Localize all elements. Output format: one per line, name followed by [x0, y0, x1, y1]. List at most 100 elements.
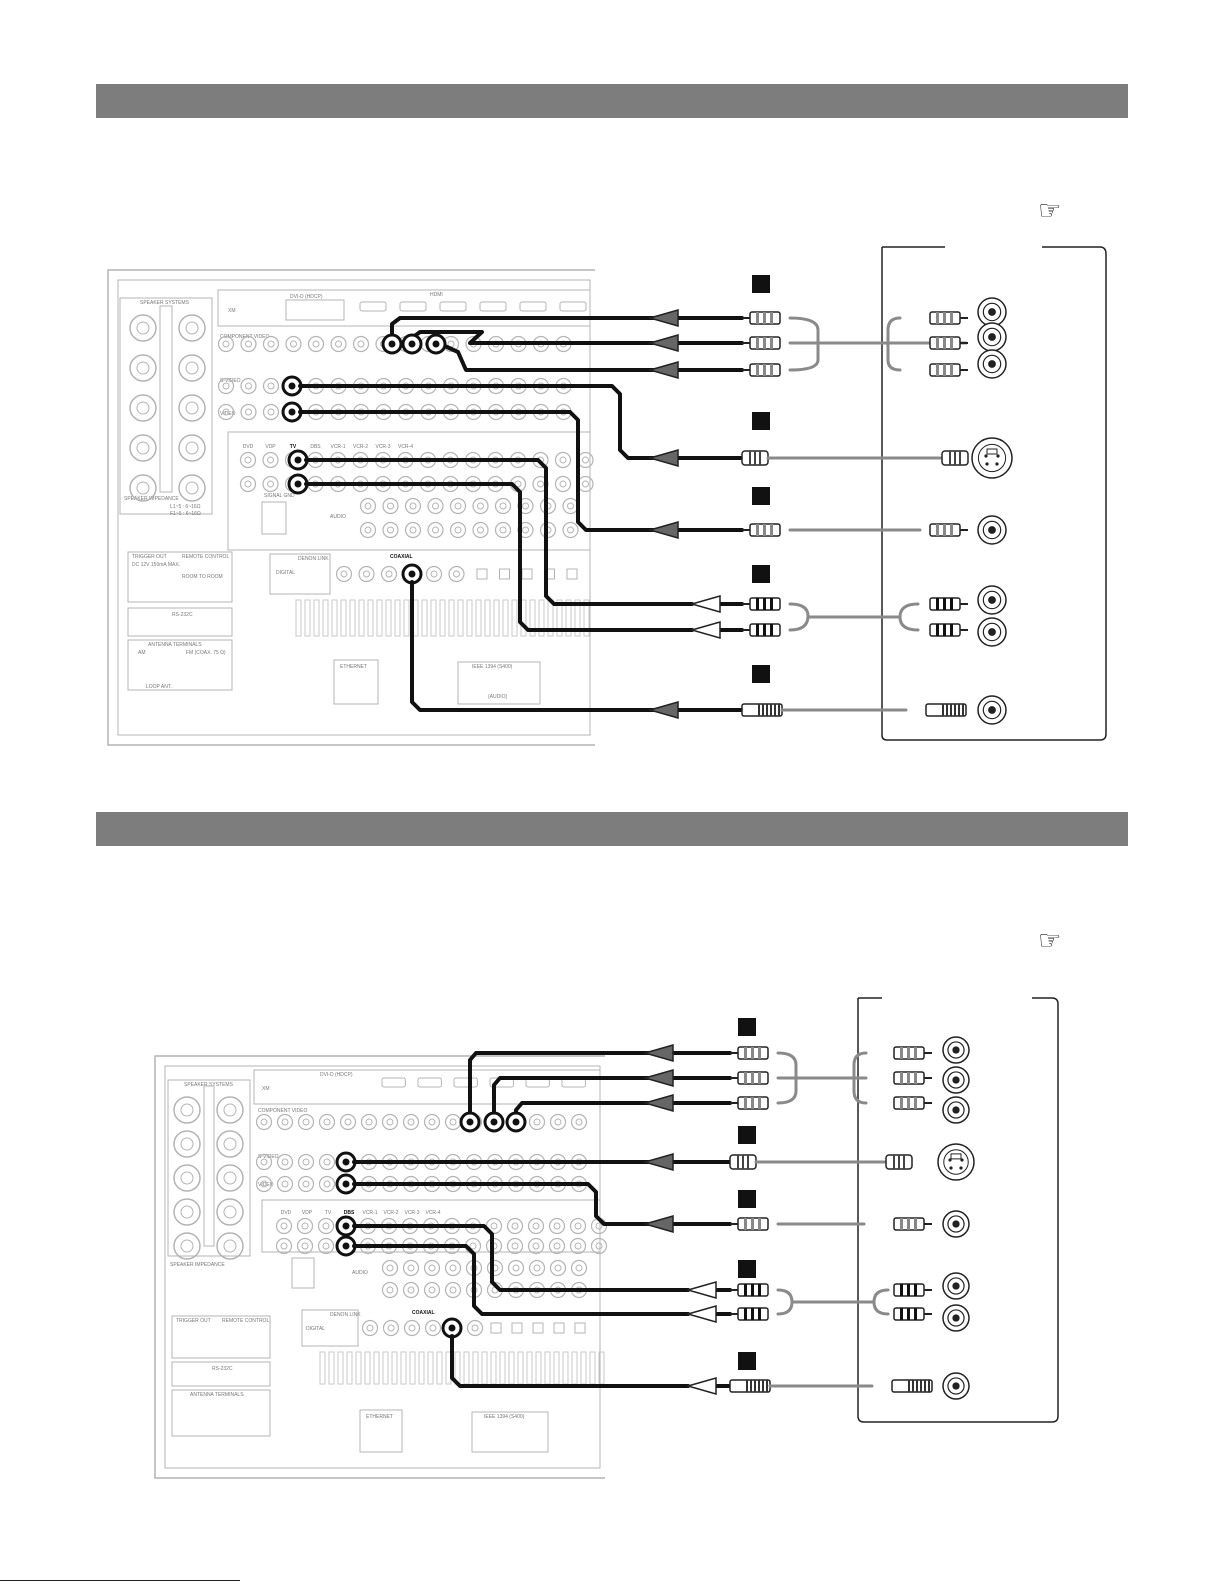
rca-jack [444, 1113, 462, 1131]
speaker-terminal-inner [185, 361, 199, 375]
rca-jack [427, 521, 444, 539]
vent-slot [481, 1351, 488, 1385]
optical-port [574, 1322, 586, 1334]
rca-plug-band [900, 1072, 903, 1084]
speaker-terminal [216, 1164, 244, 1192]
coax-plug-ridge [762, 704, 764, 716]
speaker-terminal [173, 1130, 201, 1158]
signal-gnd-label: SIGNAL GND [264, 493, 295, 499]
rca-jack [382, 521, 399, 539]
connection-marker [752, 665, 770, 683]
vent-slot [475, 599, 482, 637]
source-column-label: DVD [243, 444, 254, 450]
source-column-label: VCR-2 [353, 444, 368, 450]
s-video-jack [318, 1153, 336, 1171]
connected-jack-pin [294, 480, 302, 488]
jack-center [449, 1118, 457, 1126]
rca-jack [527, 1237, 545, 1255]
loop-ant-label: LOOP ANT. [146, 684, 172, 690]
vent-slot [421, 599, 428, 637]
speaker-terminal-inner [180, 1137, 194, 1151]
coax-plug-ridge [950, 704, 952, 716]
device-jack-ring [947, 1377, 965, 1395]
jack-center [386, 1286, 394, 1294]
rca-plug-band [751, 1218, 754, 1230]
connected-jack-pin [288, 382, 296, 390]
jack-center [323, 1118, 331, 1126]
jack-center [595, 1222, 603, 1230]
vent-slot [574, 599, 581, 637]
rca-plug-band [914, 1097, 917, 1109]
jack-center [363, 570, 370, 578]
s-video-plug-grip [898, 1155, 900, 1169]
rca-plug-band [758, 1097, 761, 1109]
vent-slot [556, 599, 563, 637]
rca-plug-band [744, 1308, 747, 1320]
rca-plug-band [943, 312, 946, 324]
rca-plug-band [900, 1047, 903, 1059]
jack-center [407, 1286, 415, 1294]
vent-slot [364, 1351, 371, 1385]
connected-jack-pin [408, 570, 416, 578]
s-video-plug-grip [754, 451, 756, 465]
rca-jack [382, 497, 399, 515]
cable [886, 316, 902, 372]
rca-plug-band [943, 598, 946, 610]
vent-slot [580, 1351, 587, 1385]
connection-marker [738, 1018, 756, 1036]
speaker-terminal [173, 1232, 201, 1260]
source-column-label: VCR-1 [362, 1210, 377, 1216]
vent-slot [355, 1351, 362, 1385]
rca-plug-band [763, 624, 766, 636]
rca-plug-band [763, 312, 766, 324]
hdmi-port [519, 301, 547, 312]
jack-center [575, 1264, 583, 1272]
speaker-terminal-inner [223, 1239, 237, 1253]
rca-jack [528, 1113, 546, 1131]
rca-jack [330, 335, 347, 353]
device-jack-pin [952, 1220, 960, 1228]
rca-jack [317, 1237, 335, 1255]
vent-slot [565, 599, 572, 637]
rca-plug-band [900, 1284, 903, 1296]
jack-center [537, 480, 544, 488]
connected-jack-pin [466, 1118, 474, 1126]
rca-jack [239, 475, 257, 493]
coax-plug-ridge [920, 1380, 922, 1392]
rca-jack [403, 1319, 421, 1337]
rca-plug-band [751, 1047, 754, 1059]
vent-slot [394, 599, 401, 637]
vent-slot [373, 1351, 380, 1385]
s-video-plug-grip [903, 1155, 905, 1169]
jack-center [267, 382, 275, 390]
optical-port [490, 1322, 502, 1334]
jack-center [499, 502, 507, 510]
receiver-rear-panel: SPEAKER SYSTEMS SPEAKER IMPEDANCE XM DVI… [154, 1055, 608, 1479]
device-jack-ring [947, 1101, 965, 1119]
vent-slot [382, 1351, 389, 1385]
ethernet-label: ETHERNET [340, 664, 367, 670]
speaker-systems-label: SPEAKER SYSTEMS [184, 1082, 234, 1088]
speaker-terminal [216, 1198, 244, 1226]
rca-jack [506, 1237, 524, 1255]
rca-plug-band [756, 364, 759, 376]
denon-link-label: DENON LINK [330, 1312, 361, 1318]
signal-arrow-filled [642, 1044, 674, 1062]
s-video-plug-grip [959, 451, 961, 465]
vent-slot [391, 1351, 398, 1385]
speaker-terminal-column-left [129, 314, 157, 502]
device-jack-ring [982, 354, 1002, 374]
jack-center [533, 1264, 541, 1272]
vent-slot [529, 599, 536, 637]
speaker-terminal [216, 1232, 244, 1260]
rca-plug-band [758, 1308, 761, 1320]
xm-label: XM [262, 1086, 270, 1092]
speaker-terminal [178, 434, 206, 462]
jack-center [454, 502, 462, 510]
connection-marker [752, 565, 770, 583]
rca-plug-band [770, 598, 773, 610]
hdmi-port [399, 301, 427, 312]
rca-jack [549, 1259, 567, 1277]
vent-slot [499, 1351, 506, 1385]
jack-center [387, 502, 394, 510]
